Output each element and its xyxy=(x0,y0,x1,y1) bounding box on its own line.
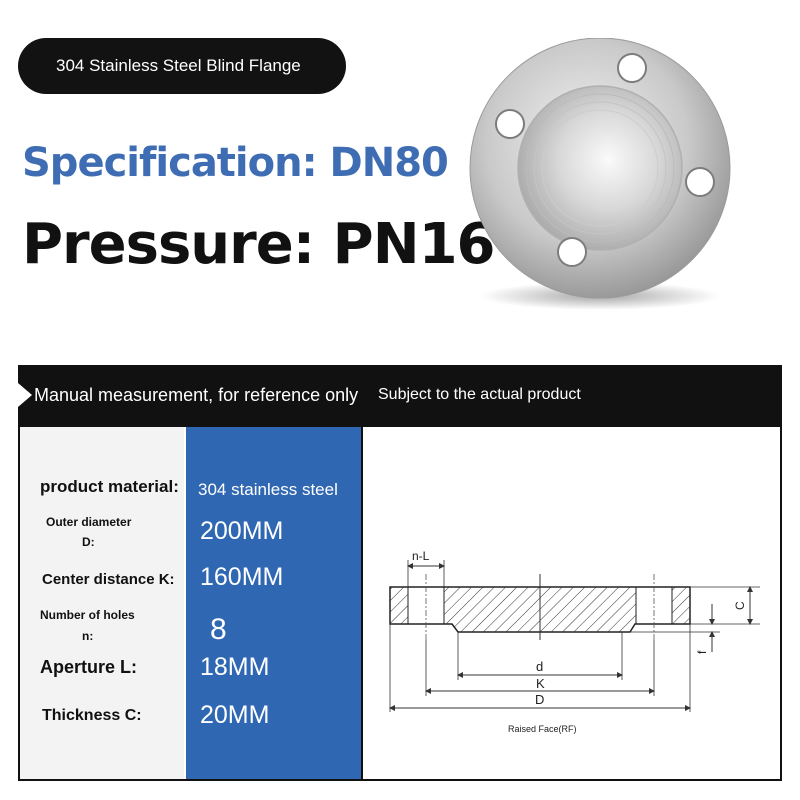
banner-right-text: Subject to the actual product xyxy=(378,386,581,403)
aperture-value: 18MM xyxy=(200,653,270,681)
spec-value-column xyxy=(186,427,362,779)
hatched-rim-left xyxy=(390,587,408,624)
material-value: 304 stainless steel xyxy=(198,480,338,499)
aperture-label: Aperture L: xyxy=(40,657,138,677)
label-n-l: n-L xyxy=(412,549,430,563)
banner-left-text: Manual measurement, for reference only xyxy=(34,385,359,405)
outer-diameter-label: Outer diameter xyxy=(46,515,132,529)
material-label: product material: xyxy=(40,477,179,496)
flange-cross-section-diagram: n-L C f d K D Raised Face(RF) xyxy=(389,549,760,734)
label-f: f xyxy=(695,650,709,654)
outer-diameter-symbol: D: xyxy=(82,535,95,549)
label-d-big: D xyxy=(535,692,544,707)
diagram-caption: Raised Face(RF) xyxy=(508,724,577,734)
pressure-heading: Pressure: PN16 xyxy=(22,212,495,277)
label-c: C xyxy=(733,601,747,610)
title-pill-text: 304 Stainless Steel Blind Flange xyxy=(56,56,301,75)
column-divider xyxy=(361,427,363,779)
holes-value: 8 xyxy=(210,613,227,646)
specification-heading: Specification: DN80 xyxy=(22,140,449,186)
hatched-rim-right xyxy=(672,587,690,624)
holes-symbol: n: xyxy=(82,629,94,643)
disclaimer-banner: Manual measurement, for reference only S… xyxy=(18,365,782,425)
holes-label: Number of holes xyxy=(40,608,135,622)
center-distance-label: Center distance K: xyxy=(42,571,175,588)
center-distance-value: 160MM xyxy=(200,563,284,591)
thickness-label: Thickness C: xyxy=(42,707,142,724)
label-d-small: d xyxy=(536,659,543,674)
thickness-value: 20MM xyxy=(200,701,270,729)
spec-label-column xyxy=(20,427,184,779)
label-k: K xyxy=(536,676,545,691)
flange-photo xyxy=(469,38,731,310)
outer-diameter-value: 200MM xyxy=(200,517,284,545)
title-pill: 304 Stainless Steel Blind Flange xyxy=(18,38,346,94)
arrow-icon xyxy=(18,383,32,407)
